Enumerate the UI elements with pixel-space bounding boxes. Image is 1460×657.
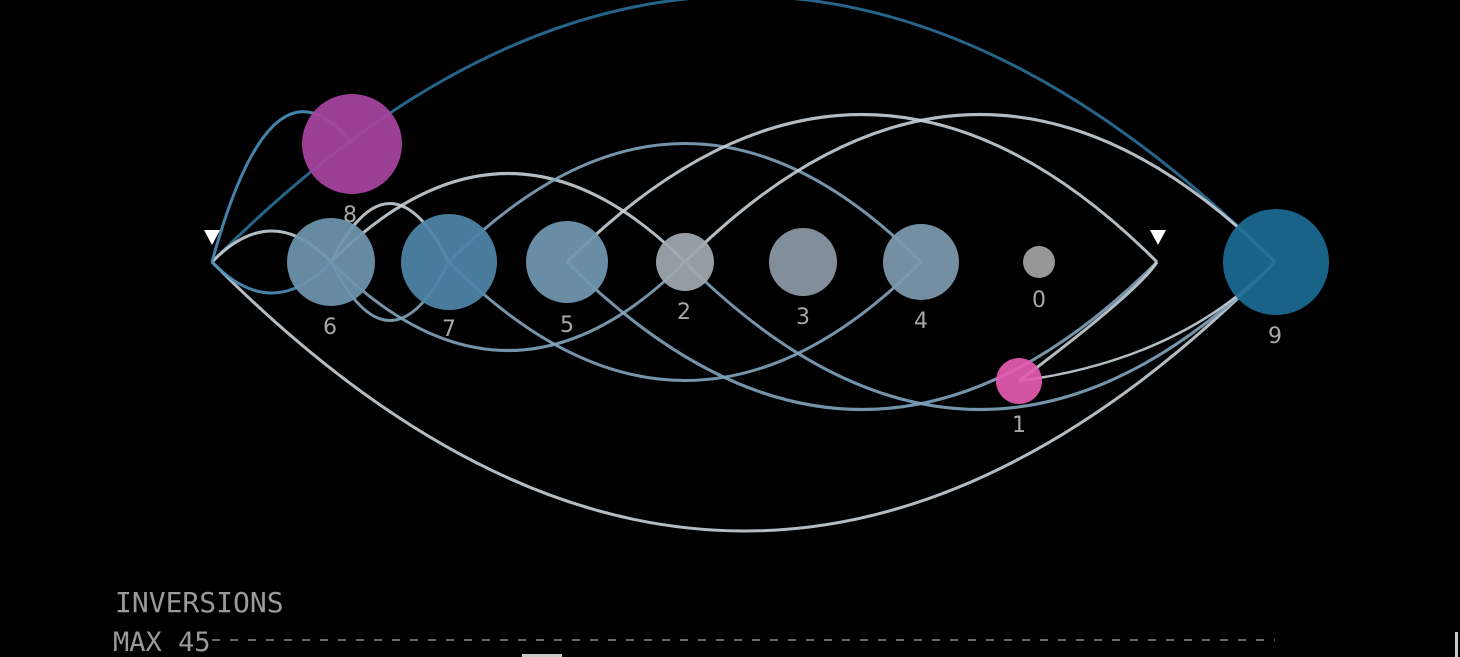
node-circle-7: [401, 214, 497, 310]
node-label-4: 4: [914, 309, 928, 334]
comparison-arc: [329, 260, 687, 352]
inversion-end-mark: [1455, 632, 1458, 657]
node-label-6: 6: [323, 315, 337, 340]
start-marker: [204, 230, 220, 245]
inversions-label: INVERSIONS: [115, 586, 284, 619]
comparison-arc: [447, 260, 923, 382]
node-circle-9: [1223, 209, 1329, 315]
node-label-7: 7: [442, 317, 456, 342]
node-circle-5: [526, 221, 608, 303]
comparison-arc: [447, 142, 923, 264]
node-circle-2: [656, 233, 714, 291]
arc-layer: [210, 0, 1277, 533]
node-circle-4: [883, 224, 959, 300]
node-circle-1: [996, 358, 1042, 404]
max-inversions-label: MAX 45: [113, 627, 211, 657]
node-circle-3: [769, 228, 837, 296]
node-label-0: 0: [1032, 288, 1046, 313]
node-circle-6: [287, 218, 375, 306]
node-label-1: 1: [1012, 413, 1026, 438]
node-label-3: 3: [796, 305, 810, 330]
comparison-arc: [210, 260, 1277, 533]
node-label-5: 5: [560, 313, 574, 338]
comparison-arc: [1018, 261, 1159, 383]
comparison-arc: [565, 260, 1159, 411]
inversion-progress-mark: [522, 654, 562, 657]
marker-layer: [204, 230, 1166, 245]
node-circle-8: [302, 94, 402, 194]
node-label-9: 9: [1268, 324, 1282, 349]
comparison-arc: [683, 113, 1277, 264]
node-label-2: 2: [677, 300, 691, 325]
comparison-arc: [565, 113, 1159, 264]
comparison-arc: [683, 260, 1277, 411]
end-marker: [1150, 230, 1166, 245]
comparison-arc: [329, 172, 687, 264]
node-circle-0: [1023, 246, 1055, 278]
